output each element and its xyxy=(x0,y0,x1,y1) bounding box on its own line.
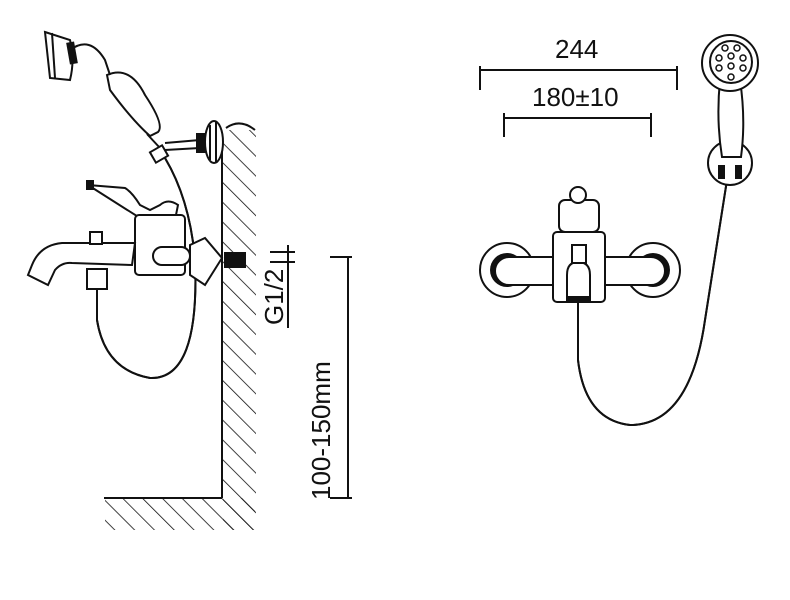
wall-hatch xyxy=(104,122,256,530)
mixer-body-side xyxy=(26,180,246,290)
mixer-body-front xyxy=(479,186,681,303)
front-view: 244 180±10 xyxy=(479,34,759,427)
hand-shower-side xyxy=(43,30,170,165)
thread-dimension: G1/2 xyxy=(259,245,295,328)
shower-holder xyxy=(164,120,224,164)
hand-shower-front xyxy=(701,34,759,179)
centers-label: 180±10 xyxy=(532,82,619,112)
overall-width-dimension: 244 xyxy=(479,34,678,90)
overall-width-label: 244 xyxy=(555,34,598,64)
height-dimension: 100-150mm xyxy=(306,256,352,500)
height-label: 100-150mm xyxy=(306,361,336,500)
side-view: G1/2 100-150mm xyxy=(26,30,352,530)
thread-label: G1/2 xyxy=(259,269,289,325)
centers-dimension: 180±10 xyxy=(503,82,652,137)
